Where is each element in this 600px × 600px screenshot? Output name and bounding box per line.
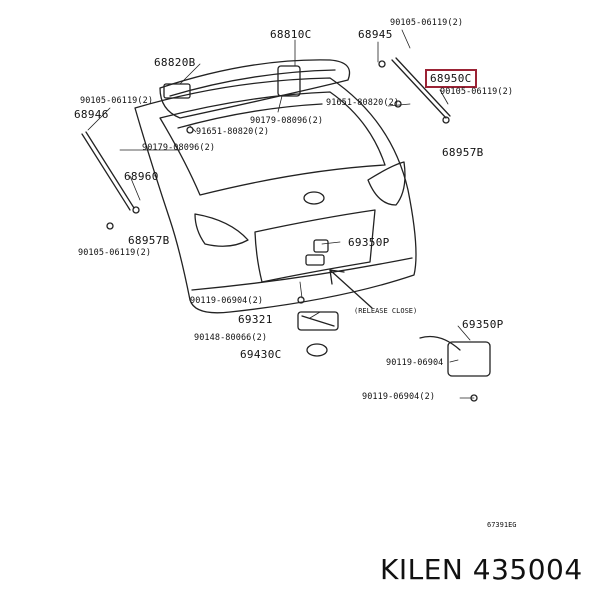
callout-90179-mid: 90179-08096(2) xyxy=(250,116,324,126)
callout-91651-right: 91651-80820(2) xyxy=(326,98,400,108)
callout-69350P-right: 69350P xyxy=(462,318,504,331)
drawing-number: 67391EG xyxy=(487,521,517,529)
callout-90119-right: 90119-06904 xyxy=(386,358,444,368)
callout-69350P-top: 69350P xyxy=(348,236,390,249)
callout-90105-left: 90105-06119(2) xyxy=(80,96,154,106)
right-strut xyxy=(391,59,447,119)
callout-68950C: 68950C xyxy=(425,69,477,88)
lock-assembly xyxy=(447,341,491,377)
tailgate-outline xyxy=(134,77,417,314)
release-arrow xyxy=(329,269,373,309)
callout-90105-right: 90105-06119(2) xyxy=(440,87,514,97)
release-close-note: (RELEASE CLOSE) xyxy=(354,307,418,315)
callout-90119-bottom: 90119-06904(2) xyxy=(362,392,436,402)
callout-68945: 68945 xyxy=(358,28,393,41)
callout-91651-mid: 91651-80820(2) xyxy=(196,127,270,137)
callout-68820B: 68820B xyxy=(154,56,196,69)
right-hinge xyxy=(277,65,301,97)
callout-90105-top: 90105-06119(2) xyxy=(390,18,464,28)
spoiler xyxy=(159,59,351,119)
callout-68957B-left: 68957B xyxy=(128,234,170,247)
callout-90105-bottom: 90105-06119(2) xyxy=(78,248,152,258)
callout-90148: 90148-80066(2) xyxy=(194,333,268,343)
callout-68957B-right: 68957B xyxy=(442,146,484,159)
brand-caption: KILEN 435004 xyxy=(380,553,583,586)
lock-switch xyxy=(297,311,339,331)
rear-window xyxy=(159,91,386,196)
callout-69321: 69321 xyxy=(238,313,273,326)
callout-68960: 68960 xyxy=(124,170,159,183)
left-hinge xyxy=(163,83,191,99)
right-tail-lamp xyxy=(367,161,406,206)
callout-69430C: 69430C xyxy=(240,348,282,361)
left-tail-lamp xyxy=(194,213,249,247)
callout-68810C: 68810C xyxy=(270,28,312,41)
left-strut xyxy=(81,133,131,211)
callout-90119-left: 90119-06904(2) xyxy=(190,296,264,306)
callout-90179-left: 90179-08096(2) xyxy=(142,143,216,153)
plate-recess xyxy=(254,209,376,283)
callout-68946: 68946 xyxy=(74,108,109,121)
